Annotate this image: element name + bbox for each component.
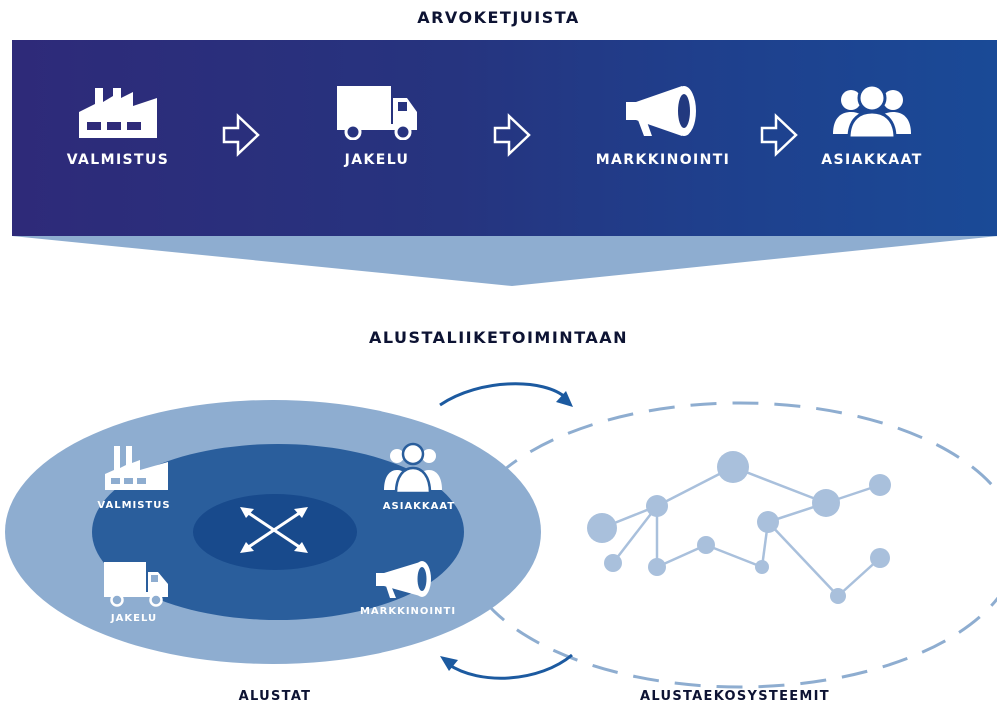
factory-icon — [105, 446, 168, 490]
chevron-right-icon — [760, 113, 798, 157]
cross-arrows-icon — [240, 507, 308, 553]
funnel-shape — [12, 236, 997, 286]
arrow-to-platform-icon — [447, 653, 573, 680]
megaphone-icon — [626, 86, 696, 136]
stage-label-valmistus: VALMISTUS — [66, 152, 170, 168]
people-icon — [384, 442, 442, 495]
stage-label-markkinointi: MARKKINOINTI — [595, 152, 731, 168]
factory-icon — [79, 88, 157, 138]
truck-icon — [104, 562, 168, 607]
stage-valmistus: VALMISTUS — [33, 40, 203, 168]
platform-label-valmistus: VALMISTUS — [97, 500, 171, 511]
chevron-right-icon — [222, 113, 260, 157]
stage-label-jakelu: JAKELU — [344, 152, 410, 168]
stage-jakelu: JAKELU — [292, 40, 462, 168]
chevron-right-icon — [493, 113, 531, 157]
arrow-to-ecosystem-icon — [439, 382, 568, 407]
stage-markkinointi: MARKKINOINTI — [578, 40, 748, 168]
top-title: ARVOKETJUISTA — [417, 8, 580, 27]
ecosystem-boundary — [460, 401, 997, 689]
label-alustaekosysteemit: ALUSTAEKOSYSTEEMIT — [640, 689, 830, 704]
arrowhead-icon — [440, 656, 458, 671]
network-graph — [601, 465, 881, 597]
middle-title: ALUSTALIIKETOIMINTAAN — [368, 328, 629, 347]
label-alustat: ALUSTAT — [238, 689, 312, 704]
network-node — [587, 451, 891, 604]
megaphone-icon — [376, 561, 431, 598]
platform-label-asiakkaat: ASIAKKAAT — [382, 501, 456, 512]
stage-asiakkaat: ASIAKKAAT — [787, 40, 957, 168]
value-chain-banner — [12, 40, 997, 236]
arrowhead-icon — [556, 391, 573, 407]
truck-icon — [337, 86, 417, 140]
stage-label-asiakkaat: ASIAKKAAT — [821, 152, 923, 168]
platform-label-jakelu: JAKELU — [110, 613, 158, 624]
platform-label-markkinointi: MARKKINOINTI — [359, 606, 457, 617]
people-icon — [833, 83, 911, 140]
